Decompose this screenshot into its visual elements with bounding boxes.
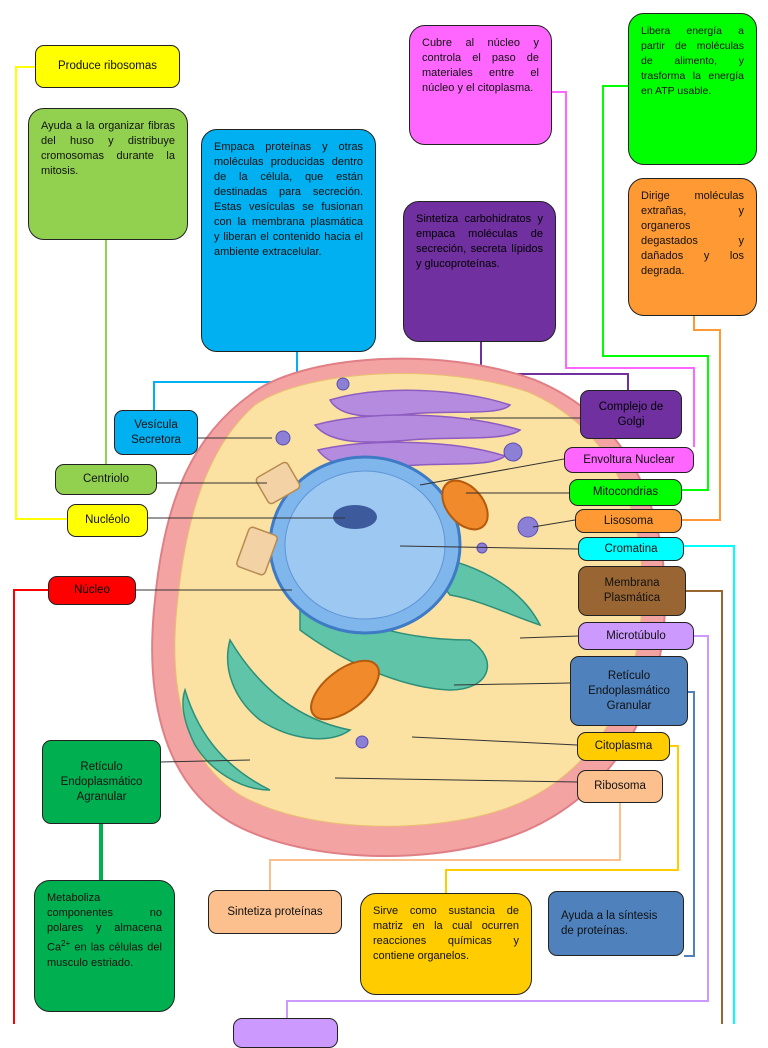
mitocondrias-label: Mitocondrias (569, 479, 682, 506)
envoltura-description-text: Cubre al núcleo y controla el paso de ma… (422, 37, 539, 94)
connector-reticulo-granular (684, 691, 695, 957)
connector-envoltura (541, 91, 695, 447)
nucleolus (333, 505, 377, 529)
complejo-golgi-label: Complejo de Golgi (580, 390, 682, 439)
agranular-text-part1: Metaboliza componentes no polares y alma… (47, 892, 162, 954)
reticulo-agranular-label: Retículo Endoplasmático Agranular (42, 740, 161, 824)
envoltura-description: Cubre al núcleo y controla el paso de ma… (409, 25, 552, 145)
connector-lisosoma (682, 316, 721, 521)
centriolo-description: Ayuda a la organizar fibras del huso y d… (28, 108, 188, 240)
connector-vesicula (153, 352, 298, 410)
citoplasma-description: Sirve como sustancia de matriz en la cua… (360, 893, 532, 995)
lisosoma-description-text: Dirige moléculas extrañas, y organeros d… (641, 190, 744, 277)
connector-cromatina (684, 545, 735, 1024)
vesicles (275, 377, 539, 749)
golgi-description: Sintetiza carbohidratos y empaca molécul… (403, 201, 556, 342)
envoltura-nuclear-label: Envoltura Nuclear (564, 447, 694, 473)
vesicula-description-text: Empaca proteínas y otras moléculas produ… (214, 141, 363, 258)
golgi-description-text: Sintetiza carbohidratos y empaca molécul… (416, 213, 543, 270)
lisosoma-description: Dirige moléculas extrañas, y organeros d… (628, 178, 757, 316)
ribosoma-description: Sintetiza proteínas (208, 890, 342, 934)
golgi-apparatus (313, 389, 522, 469)
nucleolo-label: Nucléolo (67, 504, 148, 537)
connector-nucleo (13, 589, 48, 1024)
produce-ribosomas-box: Produce ribosomas (35, 45, 180, 88)
nucleo-label: Núcleo (48, 576, 136, 605)
nucleus (268, 455, 462, 635)
connector-nucleolo (15, 66, 67, 520)
lisosoma-label: Lisosoma (575, 509, 682, 533)
connector-golgi (480, 342, 629, 390)
reticulo-granular-description: Ayuda a la síntesis de proteínas. (548, 891, 684, 956)
agranular-description-text: Metaboliza componentes no polares y alma… (47, 891, 162, 971)
microtubulo-description-partial (233, 1018, 338, 1048)
cell-diagram (13, 66, 735, 1024)
membrana-plasmatica-label: Membrana Plasmática (578, 566, 686, 616)
cromatina-label: Cromatina (578, 537, 684, 561)
citoplasma-label: Citoplasma (577, 732, 670, 761)
vesicula-secretora-label: Vesícula Secretora (114, 410, 198, 455)
mitocondria-description: Libera energía a partir de moléculas de … (628, 13, 757, 165)
vesicula-description: Empaca proteínas y otras moléculas produ… (201, 129, 376, 352)
ribosoma-label: Ribosoma (577, 770, 663, 803)
centriolo-description-text: Ayuda a la organizar fibras del huso y d… (41, 120, 175, 177)
connector-ribosoma (269, 803, 621, 890)
connector-mitocondria (602, 85, 709, 491)
connector-membrana (686, 590, 723, 1024)
centrioles (236, 461, 301, 576)
microtubulo-label: Microtúbulo (578, 622, 694, 650)
centriolo-label: Centriolo (55, 464, 157, 495)
agranular-text-superscript: 2+ (61, 939, 71, 948)
citoplasma-description-text: Sirve como sustancia de matriz en la cua… (373, 905, 519, 962)
connector-citoplasma (445, 745, 679, 893)
reticulo-agranular-description: Metaboliza componentes no polares y alma… (34, 880, 175, 1012)
connector-microtubulo (286, 635, 709, 1024)
mitocondria-description-text: Libera energía a partir de moléculas de … (641, 25, 744, 97)
reticulo-granular-label: Retículo Endoplasmático Granular (570, 656, 688, 726)
agranular-text-part2: en las células del musculo estriado. (47, 941, 162, 969)
cell-illustration (151, 357, 667, 858)
